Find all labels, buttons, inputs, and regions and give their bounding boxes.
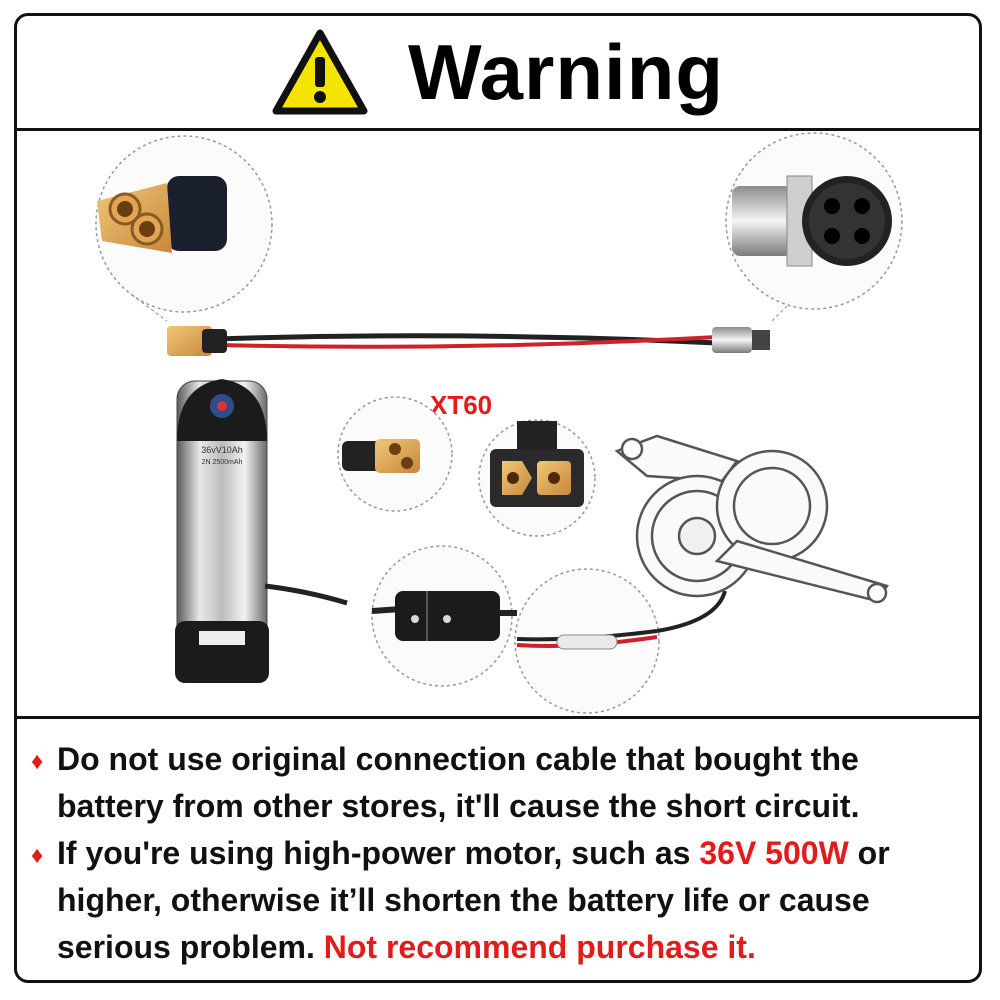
zoom-xt60-housing — [478, 419, 596, 537]
header: Warning — [17, 16, 979, 128]
battery-cable — [264, 583, 348, 606]
mid-drive-motor — [614, 434, 889, 604]
recommendation-highlight: Not recommend purchase it. — [323, 929, 756, 965]
notes-list: ♦ Do not use original connection cable t… — [31, 736, 971, 971]
divider-bottom — [17, 716, 979, 719]
motor-cable — [656, 590, 727, 633]
warning-triangle-icon — [272, 29, 368, 115]
battery-sublabel: 2N 2500mAh — [202, 459, 243, 466]
zoom-round-plug — [725, 132, 903, 322]
note-text: Do not use original connection cable tha… — [57, 741, 860, 824]
note-item: ♦ If you're using high-power motor, such… — [31, 830, 971, 971]
zoom-xt60-male — [337, 396, 453, 512]
xt60-label: XT60 — [430, 390, 492, 420]
zoom-fuse-holder — [514, 568, 660, 714]
power-highlight: 36V 500W — [699, 835, 849, 871]
zoom-xt60-connector — [95, 135, 273, 322]
page-title: Warning — [407, 28, 725, 116]
warning-card: Warning — [14, 13, 982, 983]
divider-top — [17, 128, 979, 131]
battery: 36vV10Ah 2N 2500mAh — [175, 379, 269, 683]
diamond-bullet-icon: ♦ — [31, 748, 44, 775]
note-text: If you're using high-power motor, such a… — [57, 830, 971, 971]
note-item: ♦ Do not use original connection cable t… — [31, 736, 971, 830]
note-text-part: or higher, otherwise it’ll shorten the b… — [57, 835, 890, 965]
adapter-cable — [167, 326, 770, 356]
note-text-part: If you're using high-power motor, such a… — [57, 835, 700, 871]
wiring-illustration: XT60 36vV10Ah 2N 2500mAh — [95, 132, 903, 714]
zoom-joined-connector — [371, 545, 517, 687]
diamond-bullet-icon: ♦ — [31, 842, 44, 869]
battery-label: 36vV10Ah — [201, 445, 243, 455]
